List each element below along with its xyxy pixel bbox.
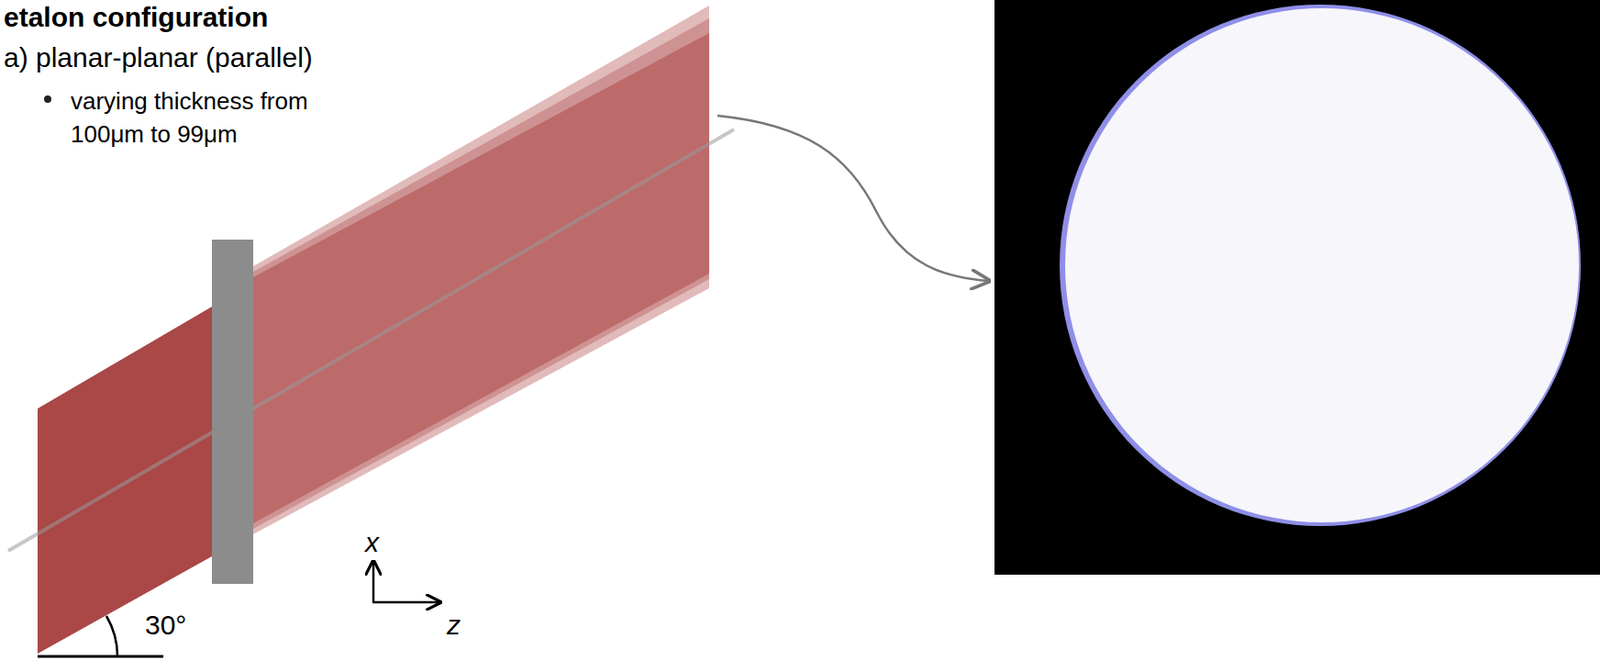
bullet-note: varying thickness from 100μm to 99μm [70,84,365,152]
etalon-plate [211,239,254,584]
axis-label: x [365,526,379,559]
section-label: a) planar-planar (parallel) [3,42,313,75]
bullet [44,95,52,103]
axis-label: z [446,609,461,642]
leader-curve [717,115,989,281]
angle-arc [106,615,118,656]
profile-background [994,0,1600,575]
optical-axis [8,129,734,551]
beam-profile [1065,8,1579,523]
input-beam [37,306,212,654]
profile-edge [1059,4,1581,526]
title: etalon configuration [3,1,268,34]
angle-baseline [37,655,164,658]
x-axis [372,562,376,602]
z-axis [372,600,439,604]
output-beam-fringe [253,5,710,534]
output-beam-fringe [253,18,710,529]
angle-label: 30° [144,609,187,642]
